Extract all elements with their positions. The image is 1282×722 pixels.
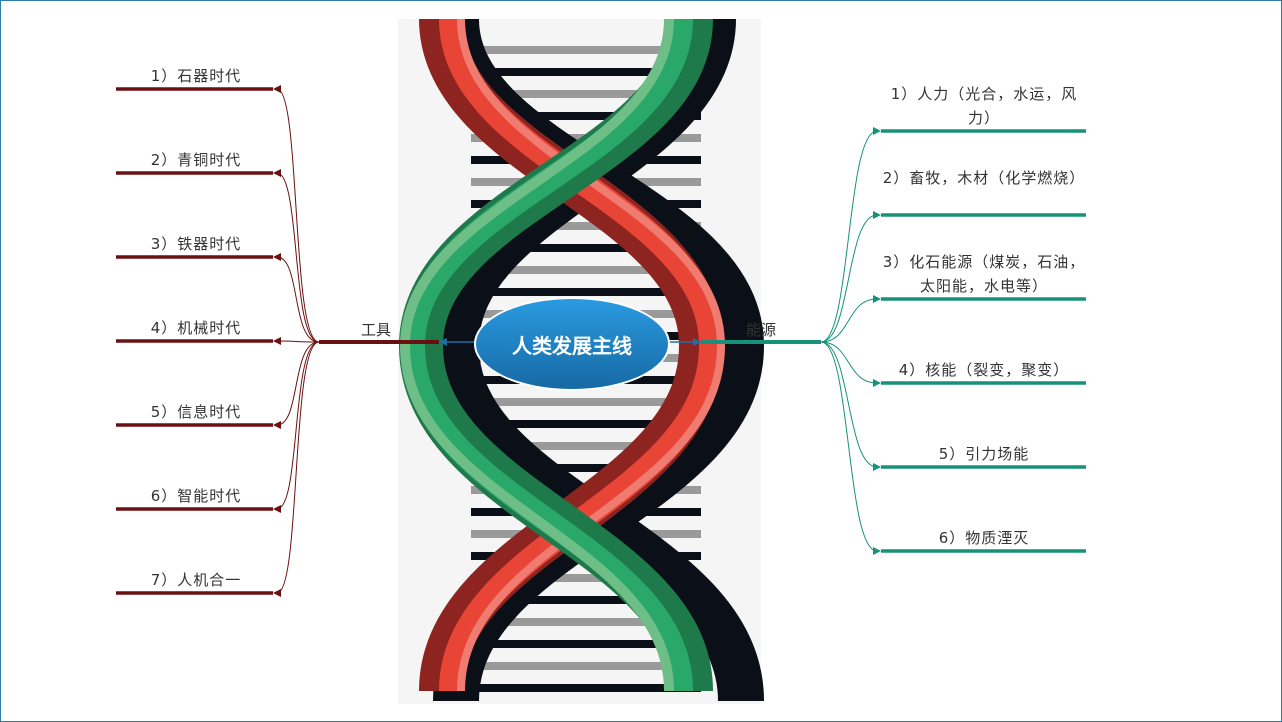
dna-rung bbox=[471, 596, 701, 604]
dna-rung bbox=[471, 464, 701, 472]
connectors bbox=[116, 85, 1086, 597]
tool-connector bbox=[276, 172, 320, 343]
branch-tools-label[interactable]: 工具 bbox=[361, 321, 392, 339]
arrow-icon bbox=[273, 85, 281, 93]
dna-rung bbox=[471, 574, 701, 582]
dna-rung bbox=[471, 662, 701, 670]
branch-energy-label[interactable]: 能源 bbox=[746, 321, 777, 339]
tool-item-4[interactable]: 4）机械时代 bbox=[150, 319, 242, 337]
tool-item-2[interactable]: 2）青铜时代 bbox=[150, 151, 242, 169]
arrow-icon bbox=[273, 421, 281, 429]
arrow-icon bbox=[273, 169, 281, 177]
tool-item-6[interactable]: 6）智能时代 bbox=[150, 487, 242, 505]
central-topic[interactable]: 人类发展主线 bbox=[474, 297, 670, 391]
tool-connector bbox=[276, 341, 320, 510]
tool-item-3[interactable]: 3）铁器时代 bbox=[150, 235, 242, 253]
energy-item-5[interactable]: 5）引力场能 bbox=[938, 445, 1030, 463]
energy-item-4[interactable]: 4）核能（裂变，聚变） bbox=[898, 361, 1070, 379]
dna-rung bbox=[471, 68, 701, 76]
arrow-icon bbox=[439, 338, 447, 346]
arrow-icon bbox=[873, 295, 881, 303]
dna-illustration bbox=[398, 17, 765, 704]
central-topic-label: 人类发展主线 bbox=[512, 333, 632, 358]
dna-rung bbox=[471, 398, 701, 406]
tool-connector bbox=[276, 340, 320, 343]
arrow-icon bbox=[873, 127, 881, 135]
energy-connector bbox=[820, 341, 878, 552]
energy-item-1[interactable]: 1）人力（光合，水运，风力） bbox=[890, 85, 1078, 127]
arrow-icon bbox=[873, 211, 881, 219]
dna-rung bbox=[471, 46, 701, 54]
energy-connector bbox=[820, 130, 878, 343]
energy-item-6[interactable]: 6）物质湮灭 bbox=[938, 529, 1030, 547]
arrow-icon bbox=[273, 337, 281, 345]
dna-rung bbox=[471, 420, 701, 428]
dna-rung bbox=[471, 90, 701, 98]
dna-rung bbox=[471, 266, 701, 274]
tool-connector bbox=[276, 256, 320, 343]
tool-item-5[interactable]: 5）信息时代 bbox=[150, 403, 242, 421]
arrow-icon bbox=[693, 338, 701, 346]
energy-item-2[interactable]: 2）畜牧，木材（化学燃烧） bbox=[882, 169, 1086, 187]
tool-connector bbox=[276, 341, 320, 594]
arrow-icon bbox=[273, 253, 281, 261]
tool-item-1[interactable]: 1）石器时代 bbox=[150, 67, 242, 85]
dna-rung bbox=[471, 684, 701, 692]
dna-rung bbox=[471, 222, 701, 230]
energy-connector bbox=[820, 298, 878, 343]
energy-connector bbox=[820, 214, 878, 343]
tool-connector bbox=[276, 341, 320, 426]
arrow-icon bbox=[873, 547, 881, 555]
dna-rung bbox=[471, 442, 701, 450]
energy-connector bbox=[820, 341, 878, 468]
dna-rung bbox=[471, 112, 701, 120]
arrow-icon bbox=[273, 589, 281, 597]
dna-rung bbox=[471, 244, 701, 252]
dna-rung bbox=[471, 288, 701, 296]
tool-connector bbox=[276, 88, 320, 343]
dna-rung bbox=[471, 618, 701, 626]
arrow-icon bbox=[273, 505, 281, 513]
arrow-icon bbox=[873, 463, 881, 471]
arrow-icon bbox=[873, 379, 881, 387]
dna-rung bbox=[471, 640, 701, 648]
energy-item-3[interactable]: 3）化石能源（煤炭，石油，太阳能，水电等） bbox=[882, 253, 1086, 295]
energy-connector bbox=[820, 341, 878, 384]
tool-item-7[interactable]: 7）人机合一 bbox=[150, 571, 242, 589]
